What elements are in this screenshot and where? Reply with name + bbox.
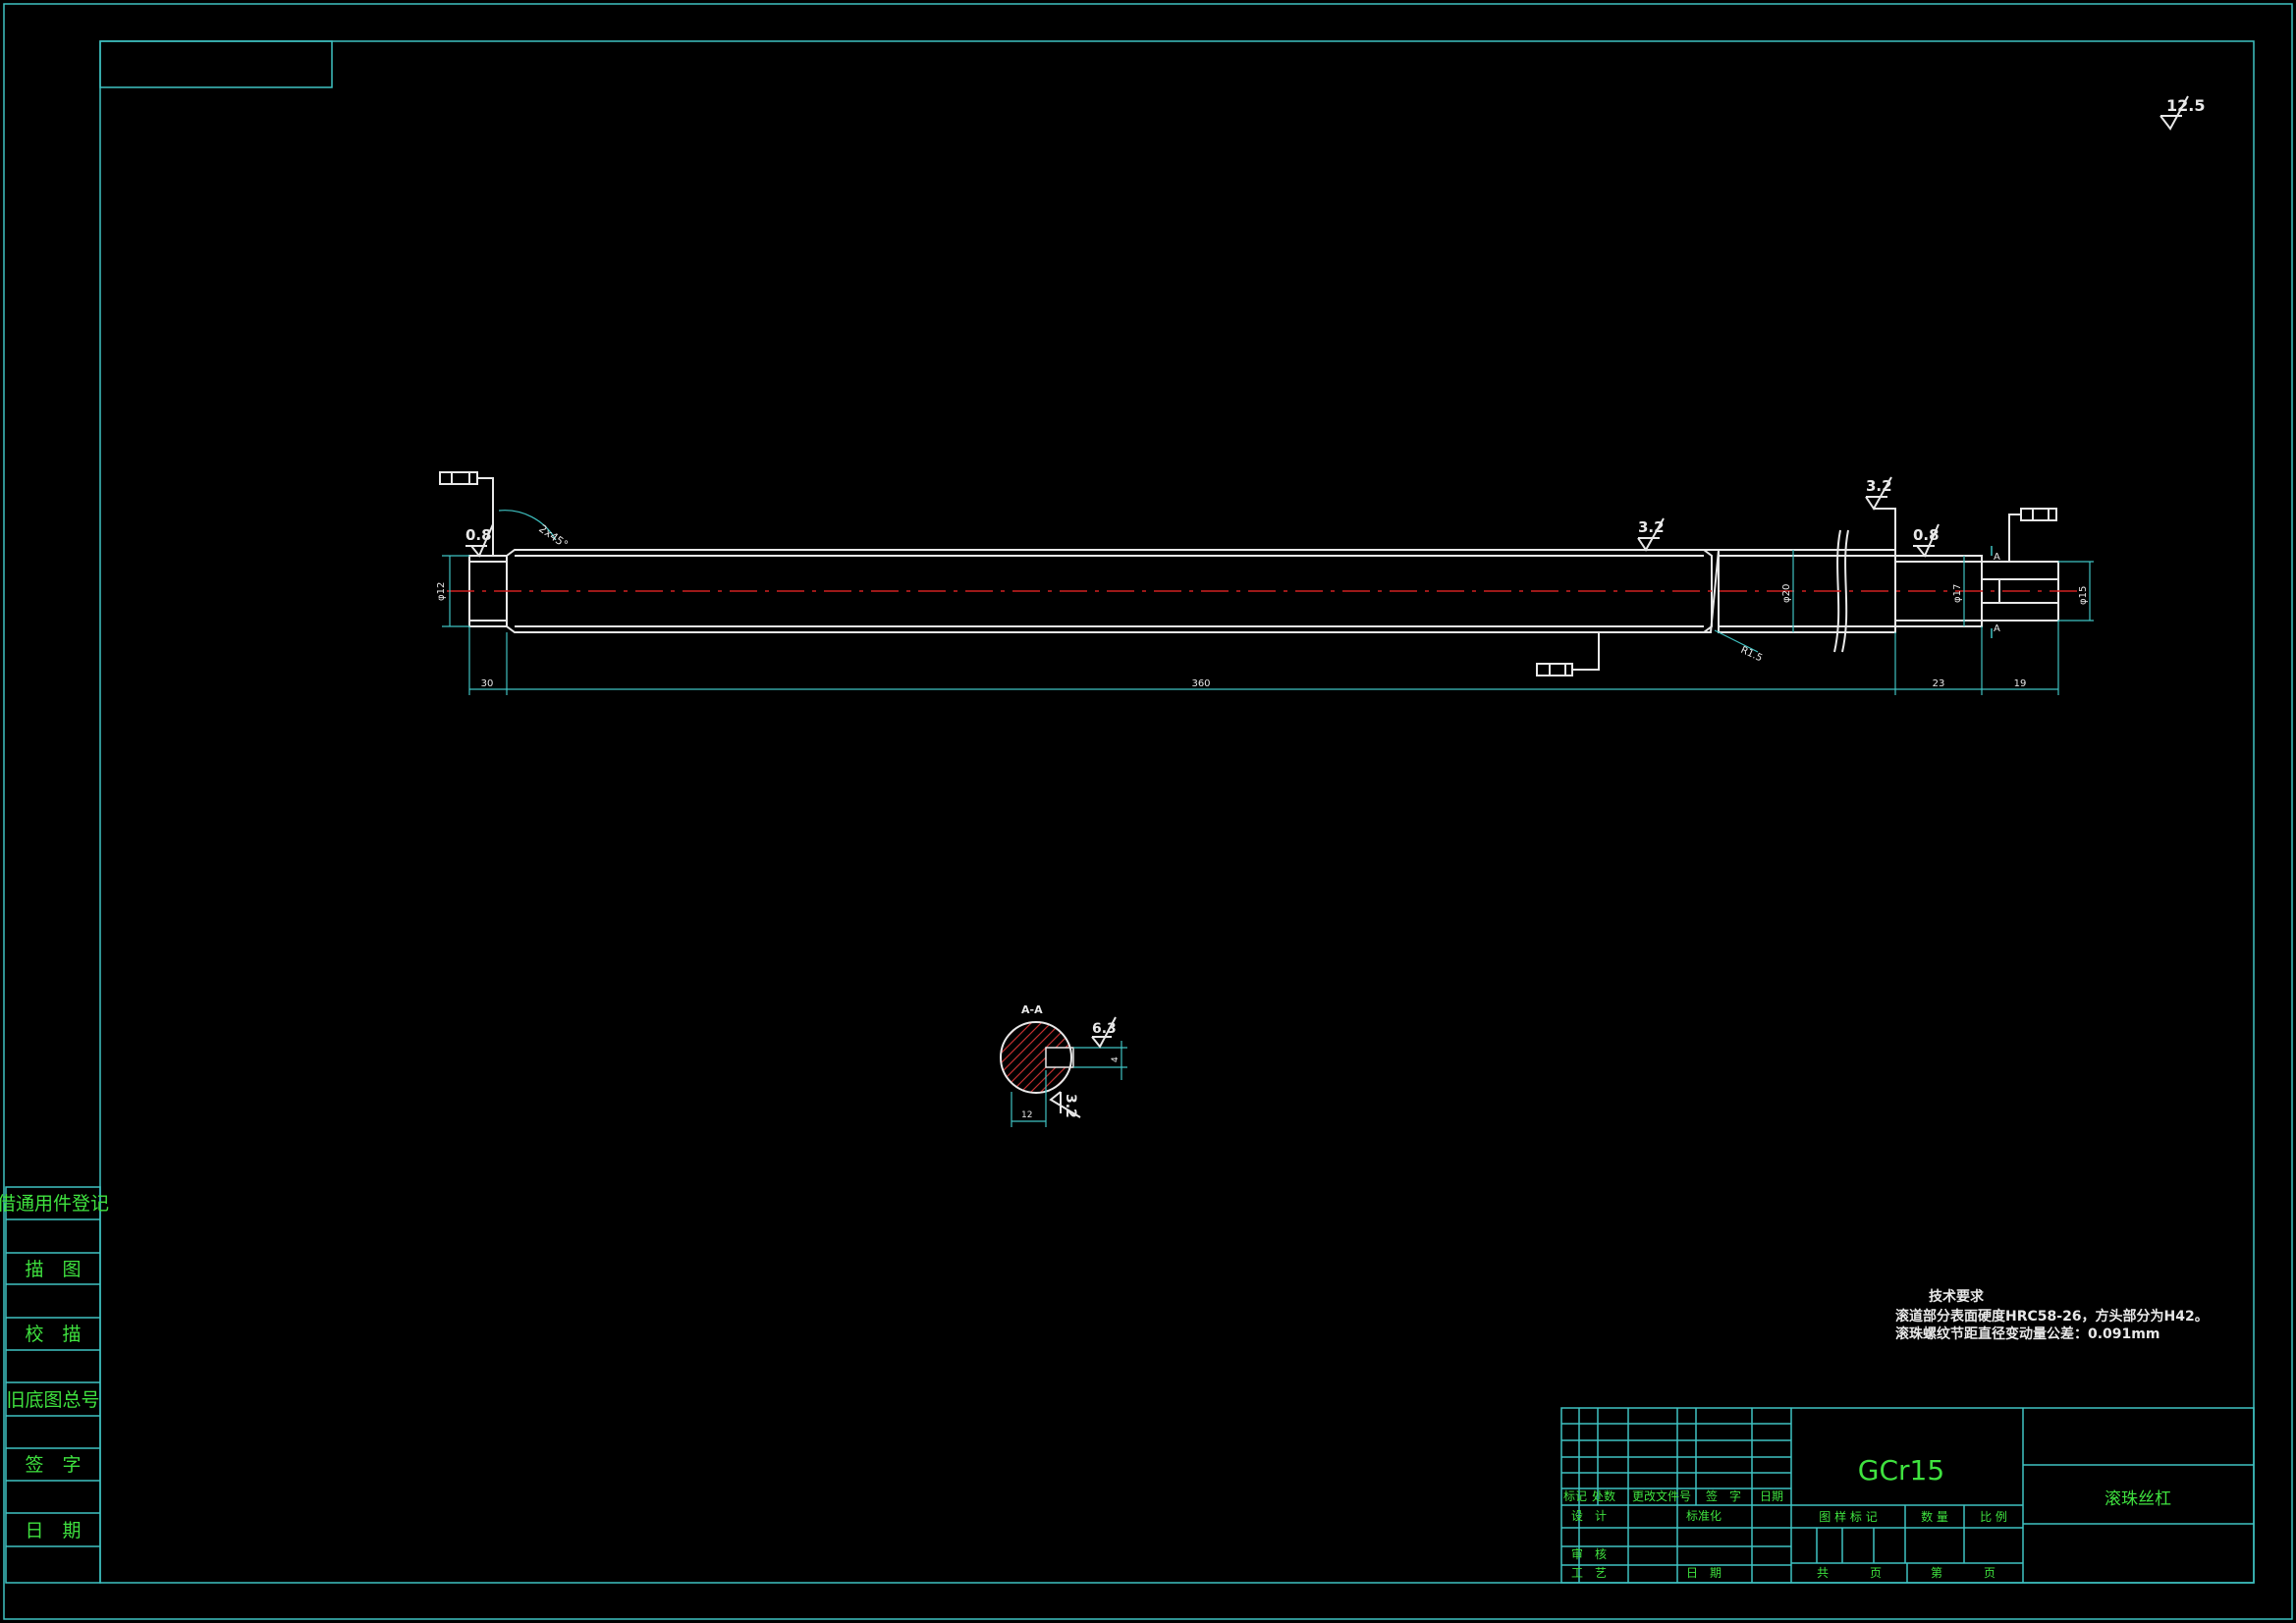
roughness-section-side: 3.2 bbox=[1049, 1091, 1081, 1118]
svg-text:R1.5: R1.5 bbox=[1739, 645, 1764, 665]
svg-text:φ17: φ17 bbox=[1952, 584, 1963, 603]
sidebar-item-date: 日 期 bbox=[25, 1520, 81, 1542]
svg-text:A: A bbox=[1994, 623, 2000, 634]
dia-right2: φ15 bbox=[2058, 561, 2094, 622]
svg-text:标准化: 标准化 bbox=[1686, 1509, 1722, 1523]
svg-text:签 字: 签 字 bbox=[1706, 1488, 1741, 1503]
roughness-mid-left: 3.2 bbox=[1637, 517, 1665, 552]
length-dimensions: 30 360 23 19 bbox=[468, 621, 2059, 695]
svg-text:日 期: 日 期 bbox=[1686, 1566, 1722, 1580]
svg-text:2x45°: 2x45° bbox=[536, 522, 571, 552]
sidebar-item-borrow: 借通用件登记 bbox=[0, 1193, 109, 1215]
svg-text:A: A bbox=[1994, 552, 2000, 563]
svg-text:12: 12 bbox=[1021, 1110, 1032, 1120]
svg-text:3.2: 3.2 bbox=[1638, 518, 1665, 536]
svg-text:A-A: A-A bbox=[1021, 1003, 1043, 1016]
tolerance-frame-left bbox=[439, 471, 494, 556]
svg-text:更改文件号: 更改文件号 bbox=[1632, 1488, 1691, 1503]
general-roughness-symbol: 12.5 bbox=[2159, 95, 2205, 131]
outer-border bbox=[3, 3, 2293, 1620]
dia-main: φ20 bbox=[1781, 550, 1794, 632]
roughness-left-end: 0.8 bbox=[465, 523, 494, 558]
inner-border bbox=[99, 40, 2255, 1584]
chamfer-annotation: 2x45° bbox=[498, 510, 571, 552]
sidebar-table: 借通用件登记 描 图 校 描 旧底图总号 签 字 日 期 bbox=[0, 1186, 109, 1584]
tech-line-1: 滚道部分表面硬度HRC58-26，方头部分为H42。 bbox=[1895, 1308, 2209, 1325]
groove-radius: R1.5 bbox=[1714, 629, 1764, 665]
tech-line-2: 滚珠螺纹节距直径变动量公差：0.091mm bbox=[1895, 1325, 2159, 1342]
svg-text:3.2: 3.2 bbox=[1866, 477, 1892, 495]
sidebar-item-check: 校 描 bbox=[25, 1324, 81, 1345]
svg-text:φ20: φ20 bbox=[1781, 584, 1792, 603]
title-block: 标记 处数 更改文件号 签 字 日期 设 计 标准化 审 核 工 艺 日 期 G… bbox=[1560, 1407, 2255, 1584]
sidebar-item-trace: 描 图 bbox=[25, 1259, 81, 1280]
svg-text:图 样 标 记: 图 样 标 记 bbox=[1819, 1509, 1877, 1524]
svg-text:数 量: 数 量 bbox=[1921, 1509, 1948, 1524]
tolerance-frame-right bbox=[2008, 508, 2057, 562]
svg-text:23: 23 bbox=[1933, 678, 1945, 689]
svg-text:φ15: φ15 bbox=[2078, 586, 2089, 605]
svg-text:30: 30 bbox=[481, 678, 494, 689]
tech-title: 技术要求 bbox=[1929, 1288, 1985, 1305]
svg-text:标记: 标记 bbox=[1563, 1489, 1587, 1503]
code-box bbox=[99, 40, 333, 88]
roughness-right-end: 0.8 bbox=[1913, 523, 1940, 558]
svg-text:工 艺: 工 艺 bbox=[1571, 1566, 1607, 1580]
sidebar-item-old-number: 旧底图总号 bbox=[6, 1389, 99, 1411]
cut-plane-marker: A A bbox=[1991, 546, 2000, 638]
material: GCr15 bbox=[1858, 1454, 1944, 1487]
dia-right1: φ17 bbox=[1952, 556, 1965, 626]
svg-text:比 例: 比 例 bbox=[1980, 1510, 2007, 1524]
svg-text:4: 4 bbox=[1111, 1056, 1121, 1062]
part-name: 滚珠丝杠 bbox=[2105, 1489, 2171, 1509]
svg-text:处数: 处数 bbox=[1592, 1488, 1615, 1503]
svg-text:日期: 日期 bbox=[1760, 1489, 1783, 1503]
svg-text:19: 19 bbox=[2014, 678, 2027, 689]
tech-requirements: 技术要求 滚道部分表面硬度HRC58-26，方头部分为H42。 滚珠螺纹节距直径… bbox=[1895, 1288, 2209, 1342]
tolerance-frame-mid bbox=[1536, 632, 1600, 676]
dia-left: φ12 bbox=[436, 555, 469, 627]
roughness-mid-right: 3.2 bbox=[1865, 476, 1896, 556]
svg-text:审 核: 审 核 bbox=[1571, 1546, 1607, 1561]
svg-text:页: 页 bbox=[1870, 1566, 1882, 1580]
svg-text:0.8: 0.8 bbox=[465, 526, 492, 544]
roughness-section-top: 6.3 bbox=[1091, 1016, 1117, 1049]
svg-text:共: 共 bbox=[1817, 1566, 1829, 1580]
svg-text:12.5: 12.5 bbox=[2166, 96, 2205, 115]
svg-text:设 计: 设 计 bbox=[1571, 1509, 1607, 1523]
svg-text:φ12: φ12 bbox=[436, 582, 447, 601]
svg-text:0.8: 0.8 bbox=[1913, 526, 1940, 544]
sidebar-item-sign: 签 字 bbox=[25, 1454, 81, 1476]
svg-text:3.2: 3.2 bbox=[1063, 1094, 1078, 1118]
svg-text:360: 360 bbox=[1191, 678, 1210, 689]
shaft-outline bbox=[468, 529, 2059, 653]
svg-text:页: 页 bbox=[1984, 1566, 1995, 1580]
svg-text:第: 第 bbox=[1931, 1566, 1942, 1580]
